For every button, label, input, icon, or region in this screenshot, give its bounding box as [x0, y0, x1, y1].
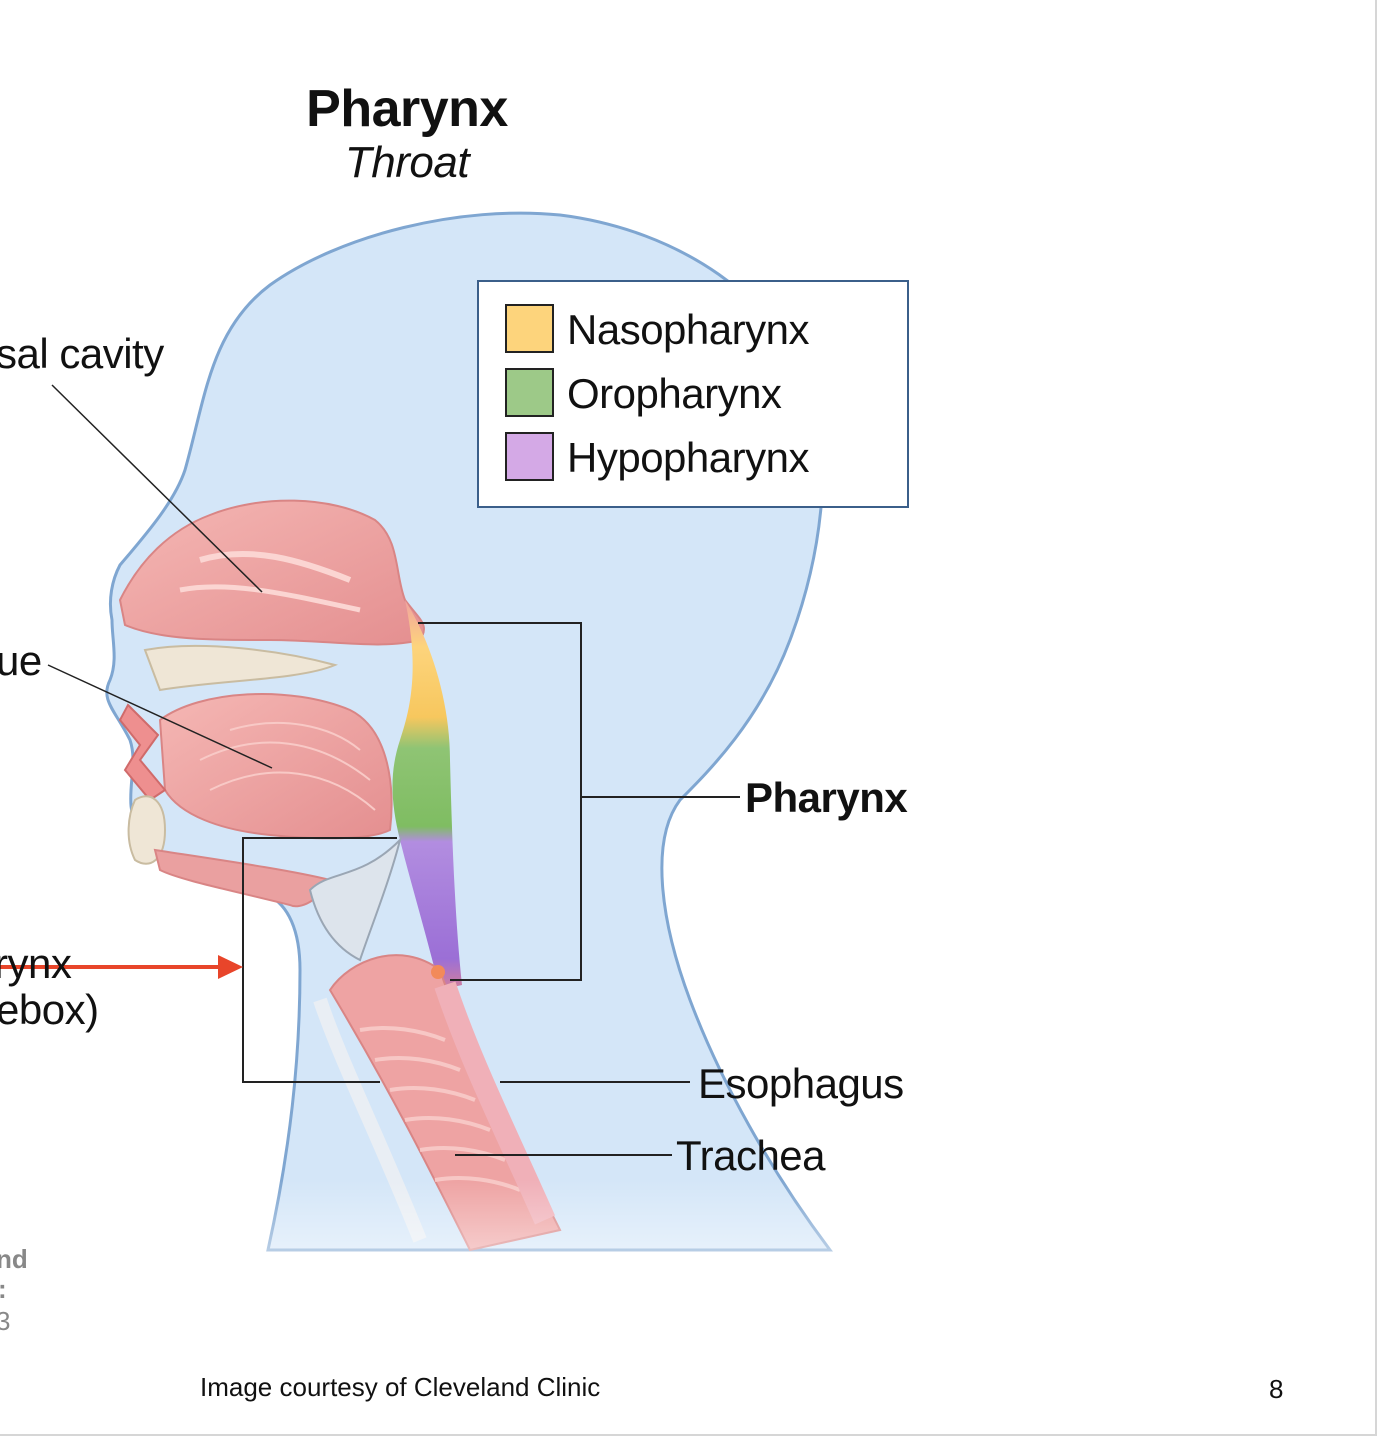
larynx-bracket — [242, 837, 397, 1083]
legend: Nasopharynx Oropharynx Hypopharynx — [477, 280, 909, 508]
label-tongue: ue — [0, 637, 42, 684]
jaw-bone — [127, 795, 167, 865]
legend-label-hypopharynx: Hypopharynx — [567, 434, 809, 481]
legend-label-nasopharynx: Nasopharynx — [567, 306, 809, 353]
diagram-title: Pharynx — [306, 80, 508, 138]
credit-line2: : — [0, 1274, 7, 1304]
tongue-shape — [158, 693, 393, 840]
label-pharynx: Pharynx — [745, 774, 908, 821]
label-larynx-line2: ebox) — [0, 986, 99, 1033]
credit-line1: nd — [0, 1244, 28, 1274]
legend-swatch-nasopharynx — [505, 304, 554, 353]
legend-label-oropharynx: Oropharynx — [567, 370, 782, 417]
label-esophagus: Esophagus — [698, 1060, 904, 1107]
arrow-head — [218, 955, 243, 979]
hard-palate — [143, 644, 339, 692]
legend-swatch-hypopharynx — [505, 432, 554, 481]
legend-swatch-oropharynx — [505, 368, 554, 417]
page-number: 8 — [1269, 1374, 1284, 1404]
pharynx-column — [392, 600, 462, 990]
pharynx-bracket — [418, 622, 582, 981]
credit-line3: 3 — [0, 1306, 10, 1336]
epiglottis — [308, 836, 402, 962]
label-nasal-cavity: sal cavity — [0, 330, 164, 377]
diagram-subtitle: Throat — [345, 138, 471, 187]
label-trachea: Trachea — [676, 1132, 826, 1179]
image-credit: Image courtesy of Cleveland Clinic — [200, 1372, 601, 1402]
label-larynx-line1: rynx — [0, 940, 72, 987]
